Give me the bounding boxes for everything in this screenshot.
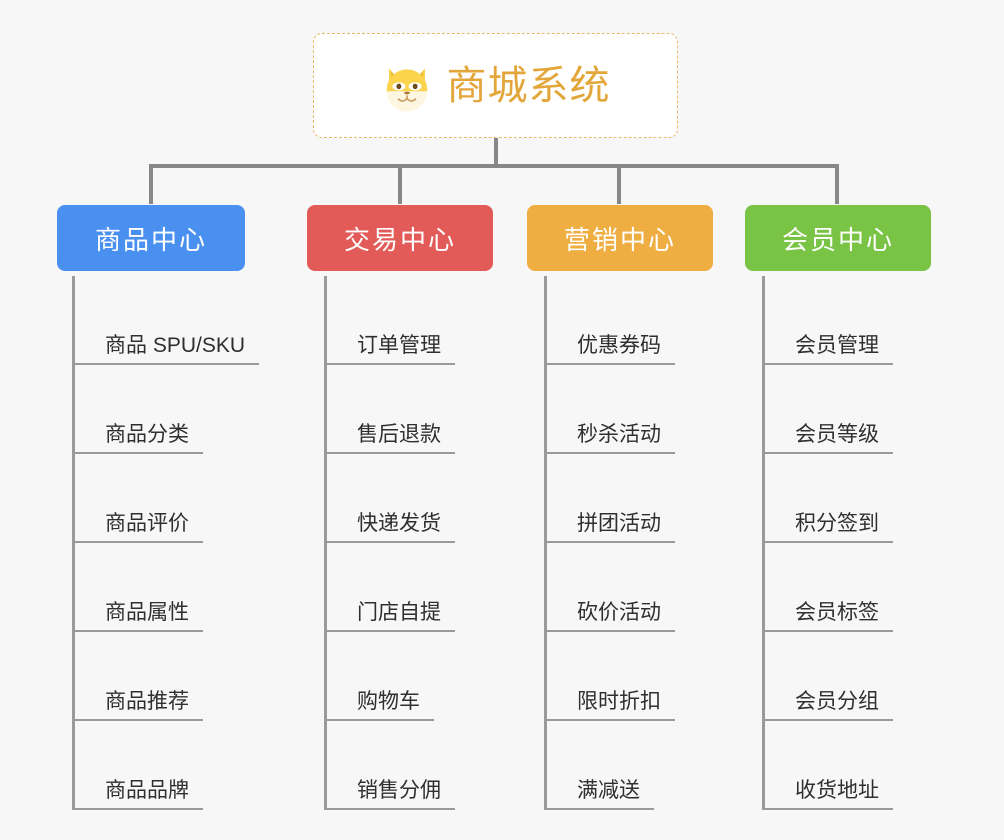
leaf-column-trade-center: 订单管理 售后退款 快递发货 门店自提 购物车 销售分佣 (324, 276, 455, 810)
leaf-label: 收货地址 (765, 779, 893, 810)
leaf-label: 门店自提 (327, 601, 455, 632)
list-item[interactable]: 商品分类 (75, 365, 259, 454)
list-item[interactable]: 商品评价 (75, 454, 259, 543)
connector-drop-marketing (617, 164, 621, 204)
category-label: 交易中心 (343, 224, 456, 255)
leaf-label: 满减送 (547, 779, 654, 810)
list-item[interactable]: 限时折扣 (547, 632, 675, 721)
leaf-label: 积分签到 (765, 512, 893, 543)
list-item[interactable]: 商品属性 (75, 543, 259, 632)
shiba-dog-face-icon (381, 62, 433, 114)
list-item[interactable]: 会员等级 (765, 365, 893, 454)
leaf-label: 销售分佣 (327, 779, 455, 810)
leaf-label: 会员标签 (765, 601, 893, 632)
list-item[interactable]: 会员标签 (765, 543, 893, 632)
list-item[interactable]: 售后退款 (327, 365, 455, 454)
leaf-label: 会员分组 (765, 690, 893, 721)
list-item[interactable]: 会员管理 (765, 276, 893, 365)
connector-root-stem (494, 138, 498, 166)
leaf-label: 会员管理 (765, 334, 893, 365)
category-box-member-center[interactable]: 会员中心 (745, 205, 931, 271)
list-item[interactable]: 门店自提 (327, 543, 455, 632)
list-item[interactable]: 商品品牌 (75, 721, 259, 810)
leaf-label: 优惠券码 (547, 334, 675, 365)
leaf-label: 商品推荐 (75, 690, 203, 721)
list-item[interactable]: 砍价活动 (547, 543, 675, 632)
leaf-label: 订单管理 (327, 334, 455, 365)
leaf-label: 购物车 (327, 690, 434, 721)
leaf-label: 商品品牌 (75, 779, 203, 810)
leaf-label: 秒杀活动 (547, 423, 675, 454)
leaf-column-marketing-center: 优惠券码 秒杀活动 拼团活动 砍价活动 限时折扣 满减送 (544, 276, 675, 810)
category-box-marketing-center[interactable]: 营销中心 (527, 205, 713, 271)
leaf-label: 售后退款 (327, 423, 455, 454)
root-node-label: 商城系统 (446, 63, 611, 108)
category-label: 会员中心 (781, 224, 894, 255)
leaf-label: 商品 SPU/SKU (75, 334, 260, 365)
list-item[interactable]: 商品 SPU/SKU (75, 276, 260, 365)
list-item[interactable]: 销售分佣 (327, 721, 455, 810)
list-item[interactable]: 满减送 (547, 721, 675, 810)
leaf-column-product-center: 商品 SPU/SKU 商品分类 商品评价 商品属性 商品推荐 商品品牌 (72, 276, 260, 810)
leaf-label: 限时折扣 (547, 690, 675, 721)
list-item[interactable]: 快递发货 (327, 454, 455, 543)
category-label: 商品中心 (94, 224, 207, 255)
list-item[interactable]: 商品推荐 (75, 632, 259, 721)
leaf-label: 砍价活动 (547, 601, 675, 632)
leaf-label: 快递发货 (327, 512, 455, 543)
connector-drop-product (149, 164, 153, 204)
leaf-label: 会员等级 (765, 423, 893, 454)
category-box-product-center[interactable]: 商品中心 (57, 205, 245, 271)
list-item[interactable]: 收货地址 (765, 721, 893, 810)
leaf-label: 商品属性 (75, 601, 203, 632)
leaf-label: 商品评价 (75, 512, 203, 543)
list-item[interactable]: 优惠券码 (547, 276, 675, 365)
category-box-trade-center[interactable]: 交易中心 (307, 205, 493, 271)
connector-drop-member (835, 164, 839, 204)
leaf-label: 商品分类 (75, 423, 203, 454)
list-item[interactable]: 积分签到 (765, 454, 893, 543)
leaf-label: 拼团活动 (547, 512, 675, 543)
list-item[interactable]: 秒杀活动 (547, 365, 675, 454)
list-item[interactable]: 会员分组 (765, 632, 893, 721)
list-item[interactable]: 购物车 (327, 632, 455, 721)
list-item[interactable]: 拼团活动 (547, 454, 675, 543)
category-label: 营销中心 (563, 224, 676, 255)
root-node-shop-system[interactable]: 商城系统 (313, 33, 678, 138)
connector-horizontal-bus (149, 164, 839, 168)
list-item[interactable]: 订单管理 (327, 276, 455, 365)
connector-drop-trade (398, 164, 402, 204)
leaf-column-member-center: 会员管理 会员等级 积分签到 会员标签 会员分组 收货地址 (762, 276, 893, 810)
